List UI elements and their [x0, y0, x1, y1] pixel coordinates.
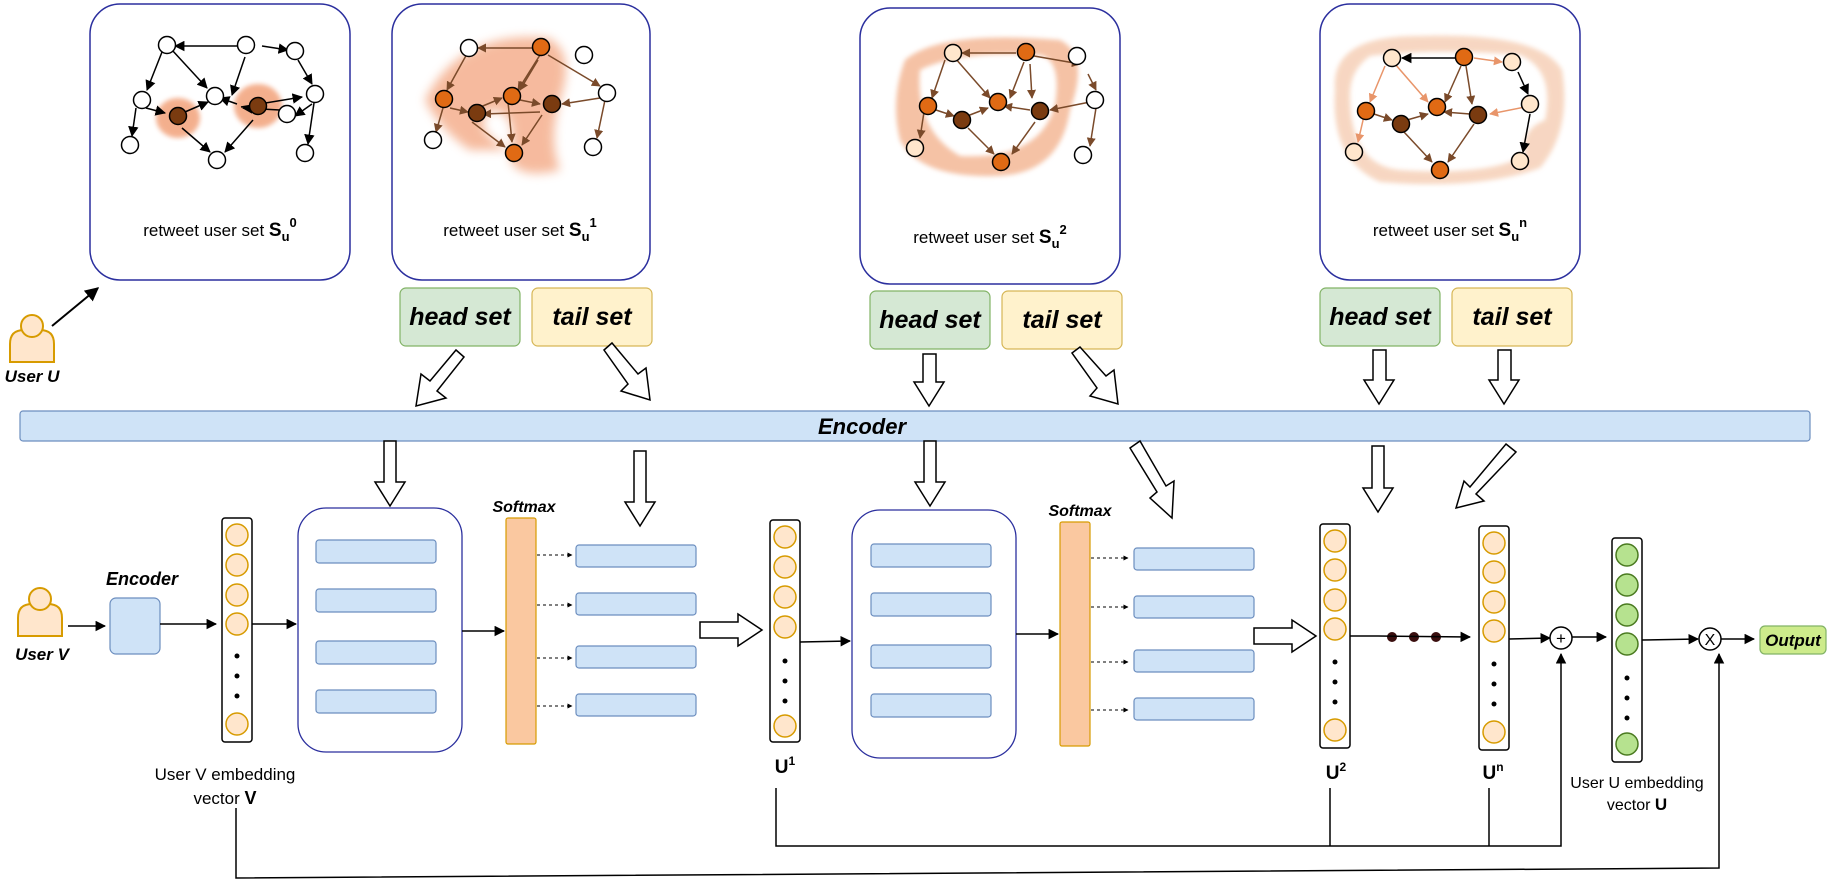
tail-set-label-2: tail set: [1022, 306, 1103, 334]
retweet-set-label-1: retweet user set Su1: [443, 215, 597, 244]
svg-text:+: +: [1556, 629, 1566, 648]
user-v-label: User V: [15, 645, 71, 664]
retweet-set-label-0: retweet user set Su0: [143, 215, 297, 244]
softmax2-dashes: [1091, 555, 1129, 713]
attention-block-2: [851, 509, 1017, 759]
svg-text:X: X: [1705, 632, 1716, 649]
user-u-arrow: [51, 287, 100, 327]
tail-set-box-1: tail set: [531, 287, 653, 347]
vector-u1: [769, 519, 801, 743]
head-set-box-n: head set: [1319, 287, 1441, 347]
hollow-arrow-to-u2: [1253, 618, 1318, 654]
u2-label: U2: [1326, 760, 1347, 784]
graph-n: [1334, 35, 1565, 185]
vector-un: [1478, 525, 1510, 751]
vector-u-embedding: [1611, 537, 1643, 763]
softmax-label-1: Softmax: [492, 499, 556, 516]
u1-to-attn-arrow: [799, 635, 852, 647]
un-to-plus-arrow: [1508, 632, 1552, 644]
u-to-times-arrow: [1641, 633, 1700, 645]
output-box: Output: [1759, 625, 1827, 655]
head-set-box-2: head set: [869, 290, 991, 350]
v-embedding-caption-line1: User V embedding: [155, 765, 296, 784]
skip-connections: [235, 652, 1725, 879]
graph-2: [896, 37, 1105, 177]
head-set-label-1: head set: [409, 303, 512, 331]
graph-0: [120, 35, 325, 170]
tail-set-box-2: tail set: [1001, 290, 1123, 350]
softmax-bar-1: [505, 517, 537, 745]
small-encoder-box: [109, 597, 161, 655]
weighted-set-2: [1133, 547, 1255, 721]
hollow-arrow-to-u1: [699, 612, 764, 648]
user-v-icon: [17, 587, 63, 637]
retweet-set-label-n: retweet user set Sun: [1373, 215, 1527, 244]
user-u-icon: [9, 314, 55, 363]
plus-operator: +: [1549, 626, 1573, 650]
softmax1-dashes: [537, 552, 573, 709]
graph-1: [423, 37, 617, 174]
hollow-arrows-out: [373, 439, 1518, 528]
tail-set-label-1: tail set: [552, 303, 633, 331]
vector-u2: [1319, 523, 1351, 749]
encoder-bar-label: Encoder: [818, 414, 907, 439]
user-u-label: User U: [5, 367, 61, 386]
softmax-bar-2: [1059, 521, 1091, 747]
head-set-label-2: head set: [879, 306, 982, 334]
hollow-arrows-down: [415, 341, 1521, 408]
un-label: Un: [1482, 760, 1503, 784]
dots-to-un-arrow: [1377, 631, 1472, 643]
u-embedding-caption-line1: User U embedding: [1570, 775, 1703, 792]
weighted-set-1: [575, 544, 697, 717]
retweet-panel-n: [1319, 3, 1581, 281]
head-set-box-1: head set: [399, 287, 521, 347]
output-label: Output: [1765, 631, 1822, 650]
encoder-bar: [19, 410, 1811, 442]
retweet-set-label-2: retweet user set Su2: [913, 222, 1067, 251]
small-encoder-label: Encoder: [106, 569, 179, 589]
u1-label: U1: [775, 754, 796, 778]
retweet-panel-0: [89, 3, 351, 281]
times-operator: X: [1698, 627, 1722, 651]
attention-block-1: [297, 507, 463, 753]
tail-set-label-n: tail set: [1472, 303, 1553, 331]
vector-v: [221, 517, 253, 743]
v-embedding-caption-line2: vector V: [193, 788, 256, 808]
u-embedding-caption-line2: vector U: [1607, 795, 1667, 814]
softmax-label-2: Softmax: [1048, 503, 1112, 520]
tail-set-box-n: tail set: [1451, 287, 1573, 347]
head-set-label-n: head set: [1329, 303, 1432, 331]
